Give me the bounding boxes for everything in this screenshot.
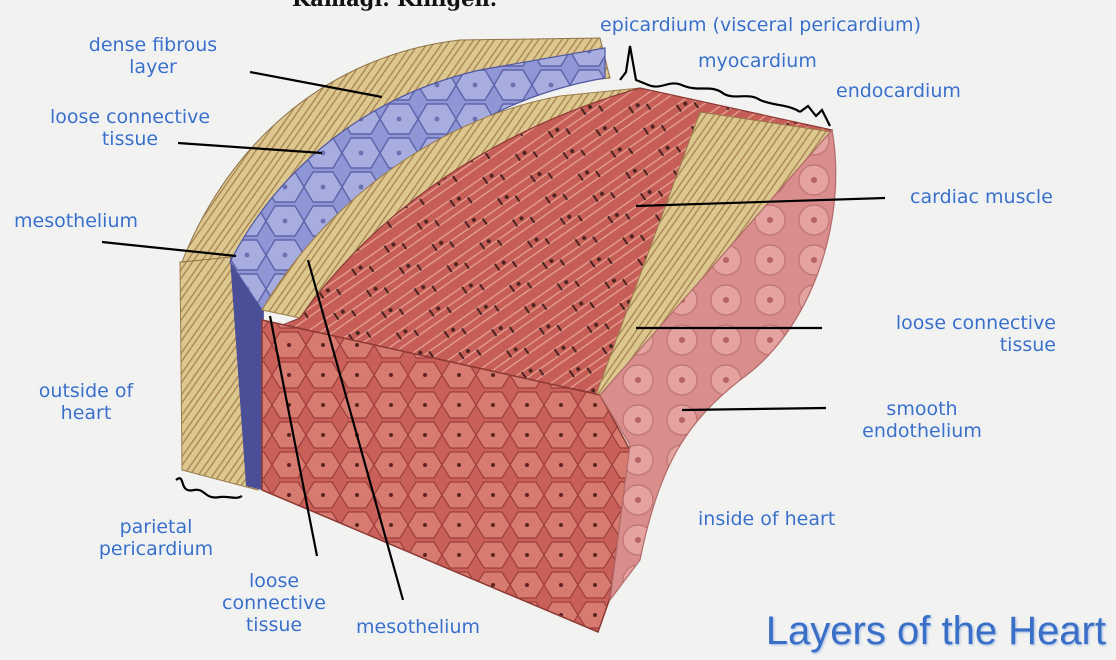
label-cardiac-muscle: cardiac muscle <box>910 186 1053 208</box>
label-mesothelium-left: mesothelium <box>14 210 138 232</box>
label-loose-connective-tissue-top: loose connective tissue <box>16 106 244 150</box>
label-myocardium: myocardium <box>698 50 817 72</box>
diagram-title: Layers of the Heart <box>766 609 1106 654</box>
label-parietal-pericardium: parietal pericardium <box>64 516 248 560</box>
top-cut-text: Kamagi. Kinigen. <box>292 0 497 11</box>
label-smooth-endothelium: smooth endothelium <box>832 398 1012 442</box>
bracket-endocardium <box>800 106 830 126</box>
label-endocardium: endocardium <box>836 80 961 102</box>
label-inside-of-heart: inside of heart <box>698 508 835 530</box>
label-outside-of-heart: outside of heart <box>18 380 154 424</box>
label-loose-connective-tissue-right: loose connective tissue <box>832 312 1056 356</box>
label-epicardium: epicardium (visceral pericardium) <box>600 14 921 36</box>
label-loose-connective-tissue-bottom: loose connective tissue <box>198 570 350 636</box>
bracket-epicardium <box>620 46 646 84</box>
label-dense-fibrous-layer: dense fibrous layer <box>58 34 248 78</box>
label-mesothelium-bottom: mesothelium <box>356 616 480 638</box>
